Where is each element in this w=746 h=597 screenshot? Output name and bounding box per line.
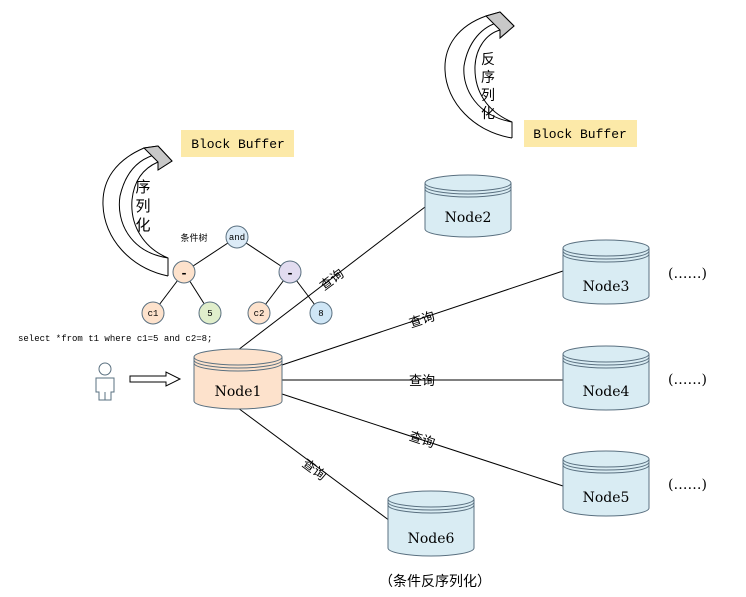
svg-text:序: 序: [135, 178, 150, 196]
tree-node-minus-right: [278, 260, 302, 284]
sql-statement: select *from t1 where c1=5 and c2=8;: [18, 334, 212, 344]
edge-node1-node6: [237, 407, 391, 522]
user-icon: [95, 362, 115, 401]
ellipsis-node3: (……): [668, 266, 707, 282]
node2-label: Node2: [445, 210, 492, 226]
condition-tree: 条件树 and - - c1 5 c2 8: [141, 225, 333, 325]
tree-leaf-c1-label: c1: [148, 309, 159, 319]
tree-leaf-c2: [247, 301, 271, 325]
tree-node-minus-left-label: -: [180, 266, 188, 281]
tree-leaf-5-label: 5: [207, 309, 212, 319]
edge-label-node4: 查询: [409, 374, 435, 389]
block-buffer-left: Block Buffer: [181, 130, 294, 157]
svg-text:化: 化: [481, 106, 495, 122]
node2-cylinder[interactable]: Node2: [424, 174, 512, 238]
serialize-label: 序 列 化: [135, 178, 150, 234]
ellipsis-node5: (……): [668, 477, 707, 493]
tree-leaf-8: [309, 301, 333, 325]
right-arrow-icon: [129, 371, 182, 387]
svg-text:反: 反: [481, 52, 495, 68]
svg-text:Block Buffer: Block Buffer: [191, 137, 285, 152]
node1-cylinder[interactable]: Node1: [193, 348, 283, 410]
deserialize-label: 反 序 列 化: [481, 52, 495, 122]
edge-label-node3: 查询: [407, 309, 436, 331]
curved-arrow-icon: [444, 11, 515, 139]
node1-label: Node1: [215, 384, 262, 400]
svg-text:化: 化: [135, 216, 150, 234]
tree-leaf-c2-label: c2: [254, 309, 265, 319]
tree-leaf-5: [198, 301, 222, 325]
ellipsis-node4: (……): [668, 372, 707, 388]
edge-label-node5: 查询: [407, 429, 436, 451]
caption: （条件反序列化）: [379, 573, 491, 590]
edge-node1-node5: [281, 393, 564, 487]
node3-label: Node3: [583, 279, 630, 295]
node6-cylinder[interactable]: Node6: [387, 490, 475, 557]
edge-label-node2: 查询: [317, 267, 347, 295]
edge-label-node6: 查询: [299, 457, 329, 485]
node3-cylinder[interactable]: Node3: [562, 239, 650, 305]
svg-text:列: 列: [135, 197, 150, 215]
curved-arrow-icon: [102, 145, 173, 277]
node5-label: Node5: [583, 490, 630, 506]
node6-label: Node6: [408, 531, 455, 547]
edge-labels: 查询 查询 查询 查询 查询: [299, 267, 437, 485]
tree-leaf-c1: [141, 301, 165, 325]
edge-node1-node3: [281, 270, 564, 366]
svg-text:Block Buffer: Block Buffer: [533, 127, 627, 142]
block-buffer-right: Block Buffer: [524, 120, 637, 147]
tree-node-minus-left: [172, 260, 196, 284]
tree-node-and-label: and: [229, 233, 245, 243]
node5-cylinder[interactable]: Node5: [562, 450, 650, 517]
edge-node1-node2: [237, 206, 426, 351]
tree-title: 条件树: [180, 232, 207, 244]
node4-label: Node4: [583, 384, 630, 400]
node4-cylinder[interactable]: Node4: [562, 345, 650, 411]
svg-text:列: 列: [481, 88, 495, 104]
svg-text:序: 序: [481, 70, 495, 86]
tree-node-and: [225, 225, 249, 249]
tree-node-minus-right-label: -: [286, 266, 294, 281]
tree-leaf-8-label: 8: [318, 309, 323, 319]
edges: [237, 206, 564, 522]
